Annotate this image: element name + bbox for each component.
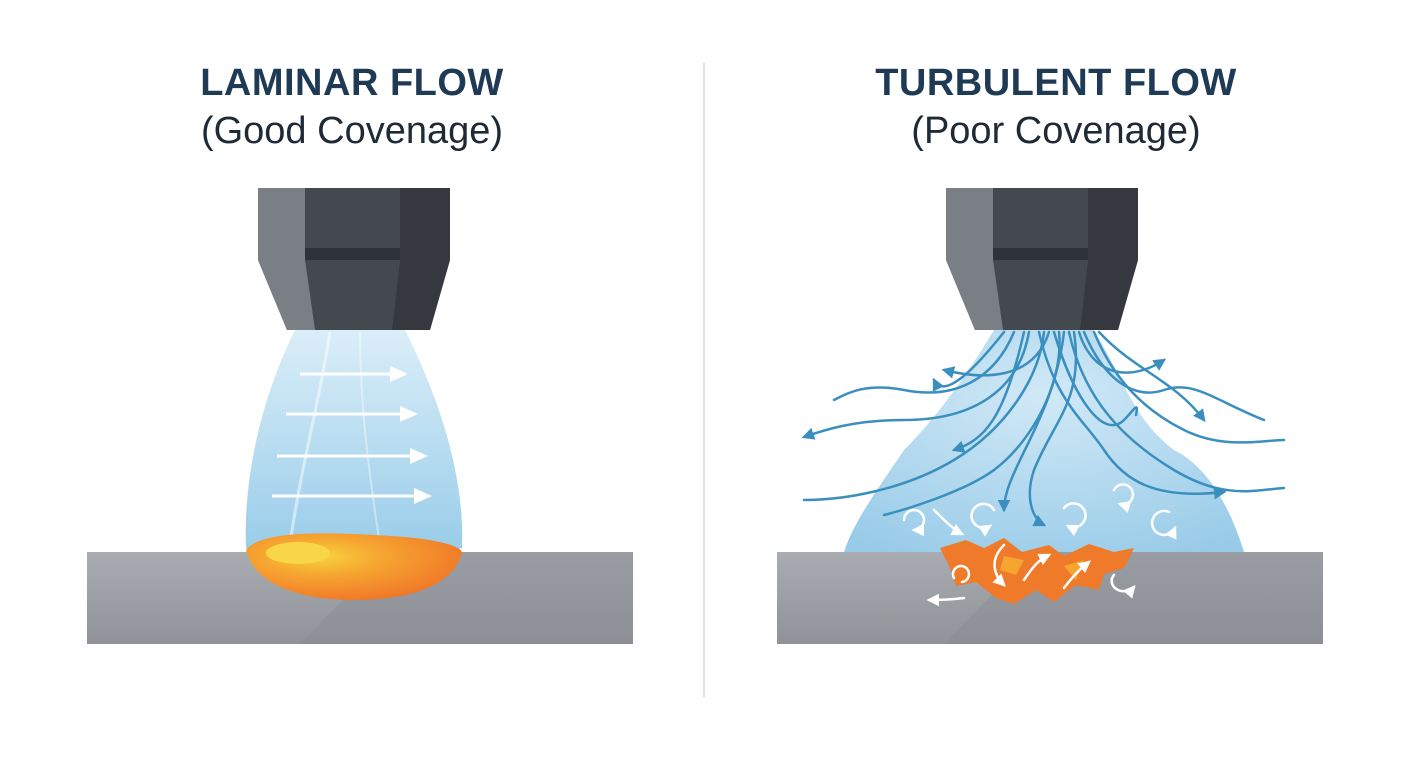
panel-divider (703, 62, 705, 698)
turbulent-title: TURBULENT FLOW (875, 62, 1237, 104)
welding-nozzle (946, 188, 1138, 330)
turbulent-panel: TURBULENT FLOW (Poor Covenage) (704, 0, 1408, 768)
laminar-subtitle: (Good Covenage) (200, 110, 504, 152)
gas-shield (245, 330, 463, 557)
welding-nozzle (258, 188, 450, 330)
laminar-arrows (272, 366, 432, 504)
weld-pool (940, 538, 1134, 604)
turbulent-subtitle: (Poor Covenage) (911, 110, 1201, 152)
laminar-diagram (87, 188, 633, 644)
swirl-arrows (902, 483, 1177, 607)
turbulent-diagram (777, 188, 1323, 644)
laminar-title: LAMINAR FLOW (200, 62, 504, 104)
turbulent-streamlines (801, 330, 1286, 527)
laminar-panel: LAMINAR FLOW (Good Covenage) (87, 62, 633, 644)
